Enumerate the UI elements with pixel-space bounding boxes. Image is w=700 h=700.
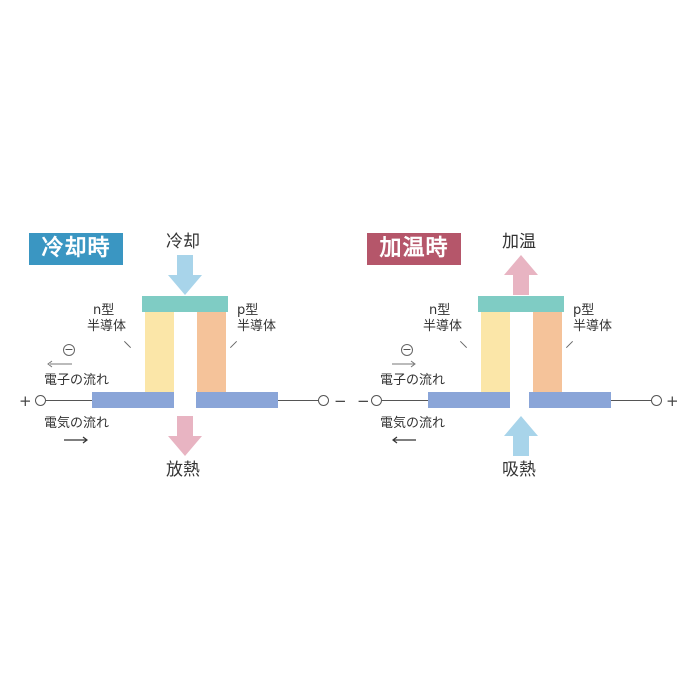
cooling-terminal-right xyxy=(318,395,329,406)
cooling-n-leader xyxy=(123,340,132,349)
arrow-down-icon xyxy=(168,255,202,295)
heating-left-sign: − xyxy=(357,392,370,410)
arrow-right-icon xyxy=(392,360,416,368)
heating-top-plate xyxy=(478,296,564,312)
heating-diagram: 加温時 加温 n型 半導体 p型 半導体 − + − 電子の流れ 電気の流れ 吸… xyxy=(338,220,688,490)
arrow-left-icon xyxy=(47,360,72,368)
cooling-p-label-2: 半導体 xyxy=(237,319,277,334)
heating-p-leader xyxy=(565,340,574,349)
heating-electron-flow: 電子の流れ xyxy=(380,373,446,388)
cooling-n-leg xyxy=(145,312,174,392)
cooling-left-sign: + xyxy=(19,392,32,410)
cooling-current-flow: 電気の流れ xyxy=(44,416,110,431)
heating-n-leader xyxy=(459,340,468,349)
heating-wire-right xyxy=(611,400,651,401)
cooling-badge: 冷却時 xyxy=(29,233,123,265)
cooling-bottom-plate-left xyxy=(92,392,174,408)
heating-p-leg xyxy=(533,312,562,392)
heating-electron-icon: − xyxy=(401,343,413,356)
heating-current-flow: 電気の流れ xyxy=(380,416,446,431)
arrow-up-icon xyxy=(504,255,538,295)
cooling-bottom-plate-right xyxy=(196,392,278,408)
cooling-electron-flow: 電子の流れ xyxy=(44,373,110,388)
heating-terminal-left xyxy=(371,395,382,406)
cooling-diagram: 冷却時 冷却 n型 半導体 p型 半導体 + − − 電子の流れ 電気の流れ 放… xyxy=(0,220,350,490)
arrow-down-icon xyxy=(168,416,202,456)
cooling-terminal-left xyxy=(35,395,46,406)
heating-top-label: 加温 xyxy=(502,232,536,252)
cooling-top-plate xyxy=(142,296,228,312)
heating-n-label-2: 半導体 xyxy=(423,319,463,334)
heating-right-sign: + xyxy=(666,392,679,410)
heating-p-label: p型 xyxy=(573,303,595,318)
heating-p-label-2: 半導体 xyxy=(573,319,613,334)
heating-bottom-label: 吸熱 xyxy=(502,460,536,480)
cooling-n-label: n型 xyxy=(93,303,115,318)
arrow-right-icon xyxy=(64,436,88,444)
cooling-right-sign: − xyxy=(334,392,347,410)
cooling-electron-icon: − xyxy=(63,343,75,356)
cooling-p-label: p型 xyxy=(237,303,259,318)
cooling-wire-left xyxy=(46,400,92,401)
heating-n-label: n型 xyxy=(429,303,451,318)
cooling-p-leader xyxy=(229,340,238,349)
arrow-up-icon xyxy=(504,416,538,456)
cooling-n-label-2: 半導体 xyxy=(87,319,127,334)
cooling-p-leg xyxy=(197,312,226,392)
arrow-left-icon xyxy=(392,436,416,444)
heating-bottom-plate-left xyxy=(428,392,510,408)
cooling-wire-right xyxy=(278,400,318,401)
heating-bottom-plate-right xyxy=(529,392,611,408)
heating-terminal-right xyxy=(651,395,662,406)
heating-n-leg xyxy=(481,312,510,392)
cooling-bottom-label: 放熱 xyxy=(166,460,200,480)
heating-wire-left xyxy=(382,400,428,401)
cooling-top-label: 冷却 xyxy=(166,232,200,252)
heating-badge: 加温時 xyxy=(367,233,461,265)
